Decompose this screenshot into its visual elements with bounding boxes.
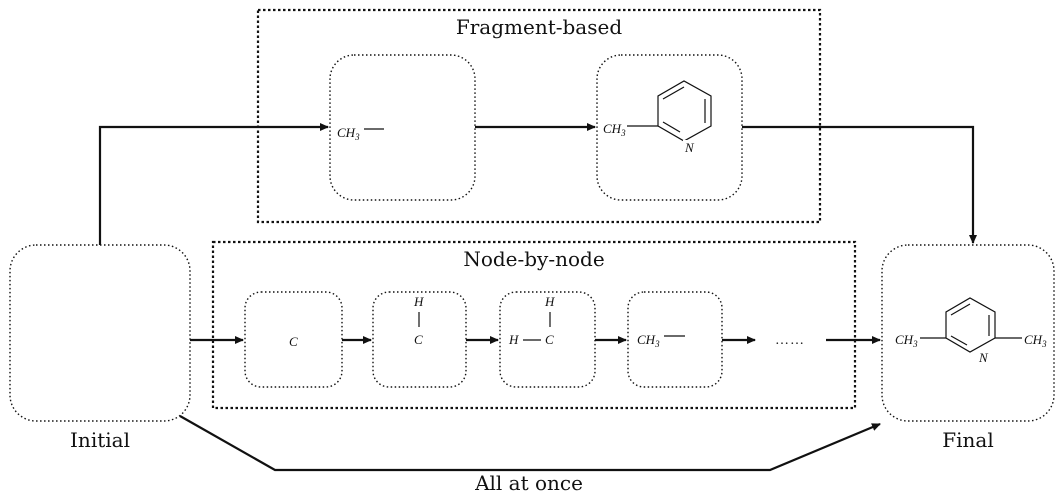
svg-text:H: H (544, 294, 555, 309)
svg-text:N: N (978, 350, 989, 365)
svg-text:CH3: CH3 (637, 332, 660, 349)
final-state-box (881, 244, 1055, 422)
svg-text:C: C (414, 332, 423, 347)
fragment-based-title: Fragment-based (456, 15, 622, 39)
ellipsis-dots: …… (775, 333, 805, 348)
arrow-initial-to-fragment (98, 123, 329, 245)
final-molecule: CH3 N CH3 (895, 297, 1047, 365)
svg-text:CH3: CH3 (1024, 332, 1047, 349)
node-step-4-box (627, 291, 723, 388)
all-at-once-label: All at once (474, 471, 583, 495)
fragment-based-group (256, 8, 822, 224)
fragment-step-1-box (329, 54, 476, 201)
svg-text:N: N (684, 140, 695, 155)
svg-text:H: H (413, 294, 424, 309)
arrow-all-at-once (179, 415, 881, 472)
fragment-step-1-molecule: CH3 (337, 125, 384, 142)
fragment-step-2-box (596, 54, 743, 201)
node-step-4-molecule: CH3 (637, 332, 685, 349)
node-by-node-group (211, 240, 857, 410)
node-step-3-molecule: H H C (508, 294, 555, 347)
svg-text:H: H (508, 332, 519, 347)
initial-state-box (9, 244, 191, 422)
svg-text:CH3: CH3 (895, 332, 918, 349)
node-step-1-molecule: C (289, 334, 298, 349)
node-by-node-title: Node-by-node (463, 247, 604, 271)
fragment-step-2-molecule: CH3 N (603, 80, 712, 155)
svg-text:CH3: CH3 (603, 121, 626, 138)
svg-text:CH3: CH3 (337, 125, 360, 142)
node-step-2-molecule: H C (413, 294, 424, 347)
svg-text:C: C (289, 334, 298, 349)
arrow-fragment-to-final (742, 125, 977, 244)
initial-label: Initial (70, 428, 130, 452)
final-label: Final (942, 428, 993, 452)
svg-text:C: C (545, 332, 554, 347)
